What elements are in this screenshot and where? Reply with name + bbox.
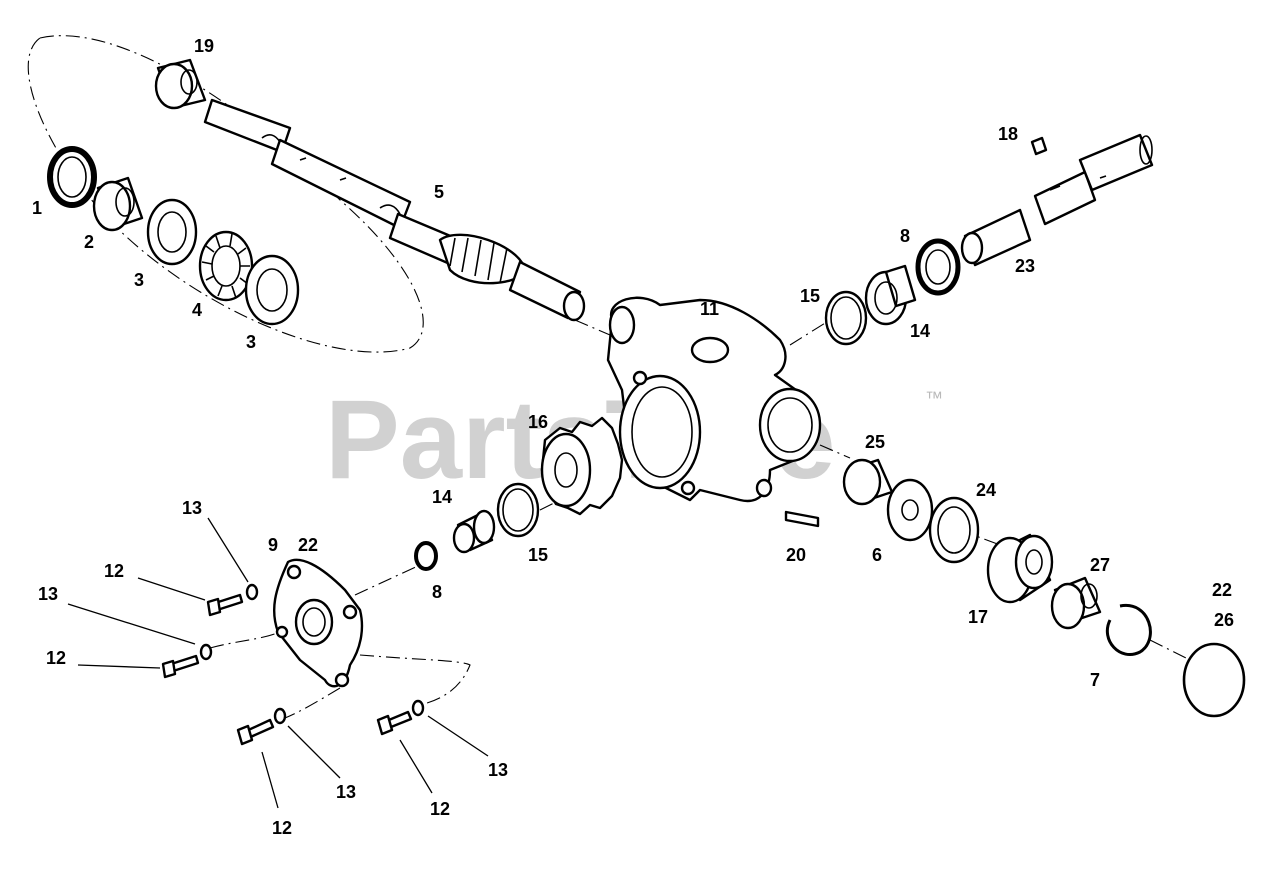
callout-9: 9: [268, 535, 278, 555]
callout-14b: 14: [432, 487, 452, 507]
callout-5: 5: [434, 182, 444, 202]
part-20-key: [784, 510, 820, 528]
part-27-spacer: [1050, 576, 1102, 630]
part-19-sleeve: [154, 58, 207, 110]
callout-15a: 15: [800, 286, 820, 306]
bolt-12-b: [161, 654, 200, 679]
part-8-seal-lower: [414, 541, 438, 571]
callout-13d: 13: [336, 782, 356, 802]
part-23-output-shaft: [960, 133, 1154, 267]
part-15-washer-upper: [824, 290, 868, 346]
callout-13b: 13: [38, 584, 58, 604]
axis-line-main: [574, 319, 611, 336]
lockwasher-13-d: [411, 699, 425, 717]
watermark-trademark: ™: [925, 388, 943, 408]
callout-3b: 3: [246, 332, 256, 352]
callout-7: 7: [1090, 670, 1100, 690]
callout-25: 25: [865, 432, 885, 452]
axis-line-right-upper: [789, 319, 831, 346]
lockwasher-13-c: [273, 707, 287, 725]
callout-8b: 8: [432, 582, 442, 602]
callout-27: 27: [1090, 555, 1110, 575]
callout-2: 2: [84, 232, 94, 252]
callout-26: 26: [1214, 610, 1234, 630]
part-8-seal-upper: [915, 238, 961, 296]
callout-12b: 12: [46, 648, 66, 668]
callout-12a: 12: [104, 561, 124, 581]
bolt-12-a: [206, 593, 244, 617]
part-22-cover-plate: [272, 558, 364, 688]
callout-1: 1: [32, 198, 42, 218]
part-18-key: [1030, 136, 1048, 156]
callout-4: 4: [192, 300, 202, 320]
callout-18: 18: [998, 124, 1018, 144]
part-17-hub: [986, 533, 1054, 604]
part-6-washer: [886, 478, 934, 542]
part-16-spur-gear: [540, 416, 624, 516]
callout-24: 24: [976, 480, 996, 500]
part-14-flanged-bushing-upper: [864, 264, 917, 326]
part-3-washer-upper: [146, 198, 198, 266]
callout-20: 20: [786, 545, 806, 565]
callout-12d: 12: [272, 818, 292, 838]
callout-16: 16: [528, 412, 548, 432]
callout-3a: 3: [134, 270, 144, 290]
callout-13c: 13: [488, 760, 508, 780]
callout-8a: 8: [900, 226, 910, 246]
part-11-gear-housing: [606, 296, 822, 503]
callout-17: 17: [968, 607, 988, 627]
callout-15b: 15: [528, 545, 548, 565]
callout-13a: 13: [182, 498, 202, 518]
part-1-seal-ring: [47, 146, 97, 208]
part-2-bushing: [92, 176, 144, 232]
callout-22b: 22: [1212, 580, 1232, 600]
part-14-flanged-bushing-lower: [452, 509, 496, 554]
part-5-worm-shaft: [203, 98, 586, 322]
bolt-12-d: [376, 710, 413, 736]
part-4-thrust-bearing: [198, 230, 254, 302]
callout-11: 11: [700, 299, 719, 319]
callout-14a: 14: [910, 321, 930, 341]
part-25-bushing: [842, 458, 894, 506]
part-26-cap: [1182, 642, 1246, 718]
callout-23: 23: [1015, 256, 1035, 276]
part-3-washer-lower: [244, 254, 300, 326]
lockwasher-13-a: [245, 583, 259, 601]
bolt-axis-lines: [209, 631, 471, 719]
bolt-12-c: [236, 718, 275, 746]
callout-labels: 19 1 2 3 4 3 5 11 18 8 23 15 14 16 25 24…: [32, 36, 1234, 838]
callout-22a: 22: [298, 535, 318, 555]
lockwasher-13-b: [199, 643, 213, 661]
part-7-snap-ring: [1105, 604, 1152, 656]
callout-12c: 12: [430, 799, 450, 819]
callout-6: 6: [872, 545, 882, 565]
part-24-washer: [928, 496, 980, 564]
callout-19: 19: [194, 36, 214, 56]
part-15-washer-lower: [496, 482, 540, 538]
leader-lines: [67, 517, 489, 809]
